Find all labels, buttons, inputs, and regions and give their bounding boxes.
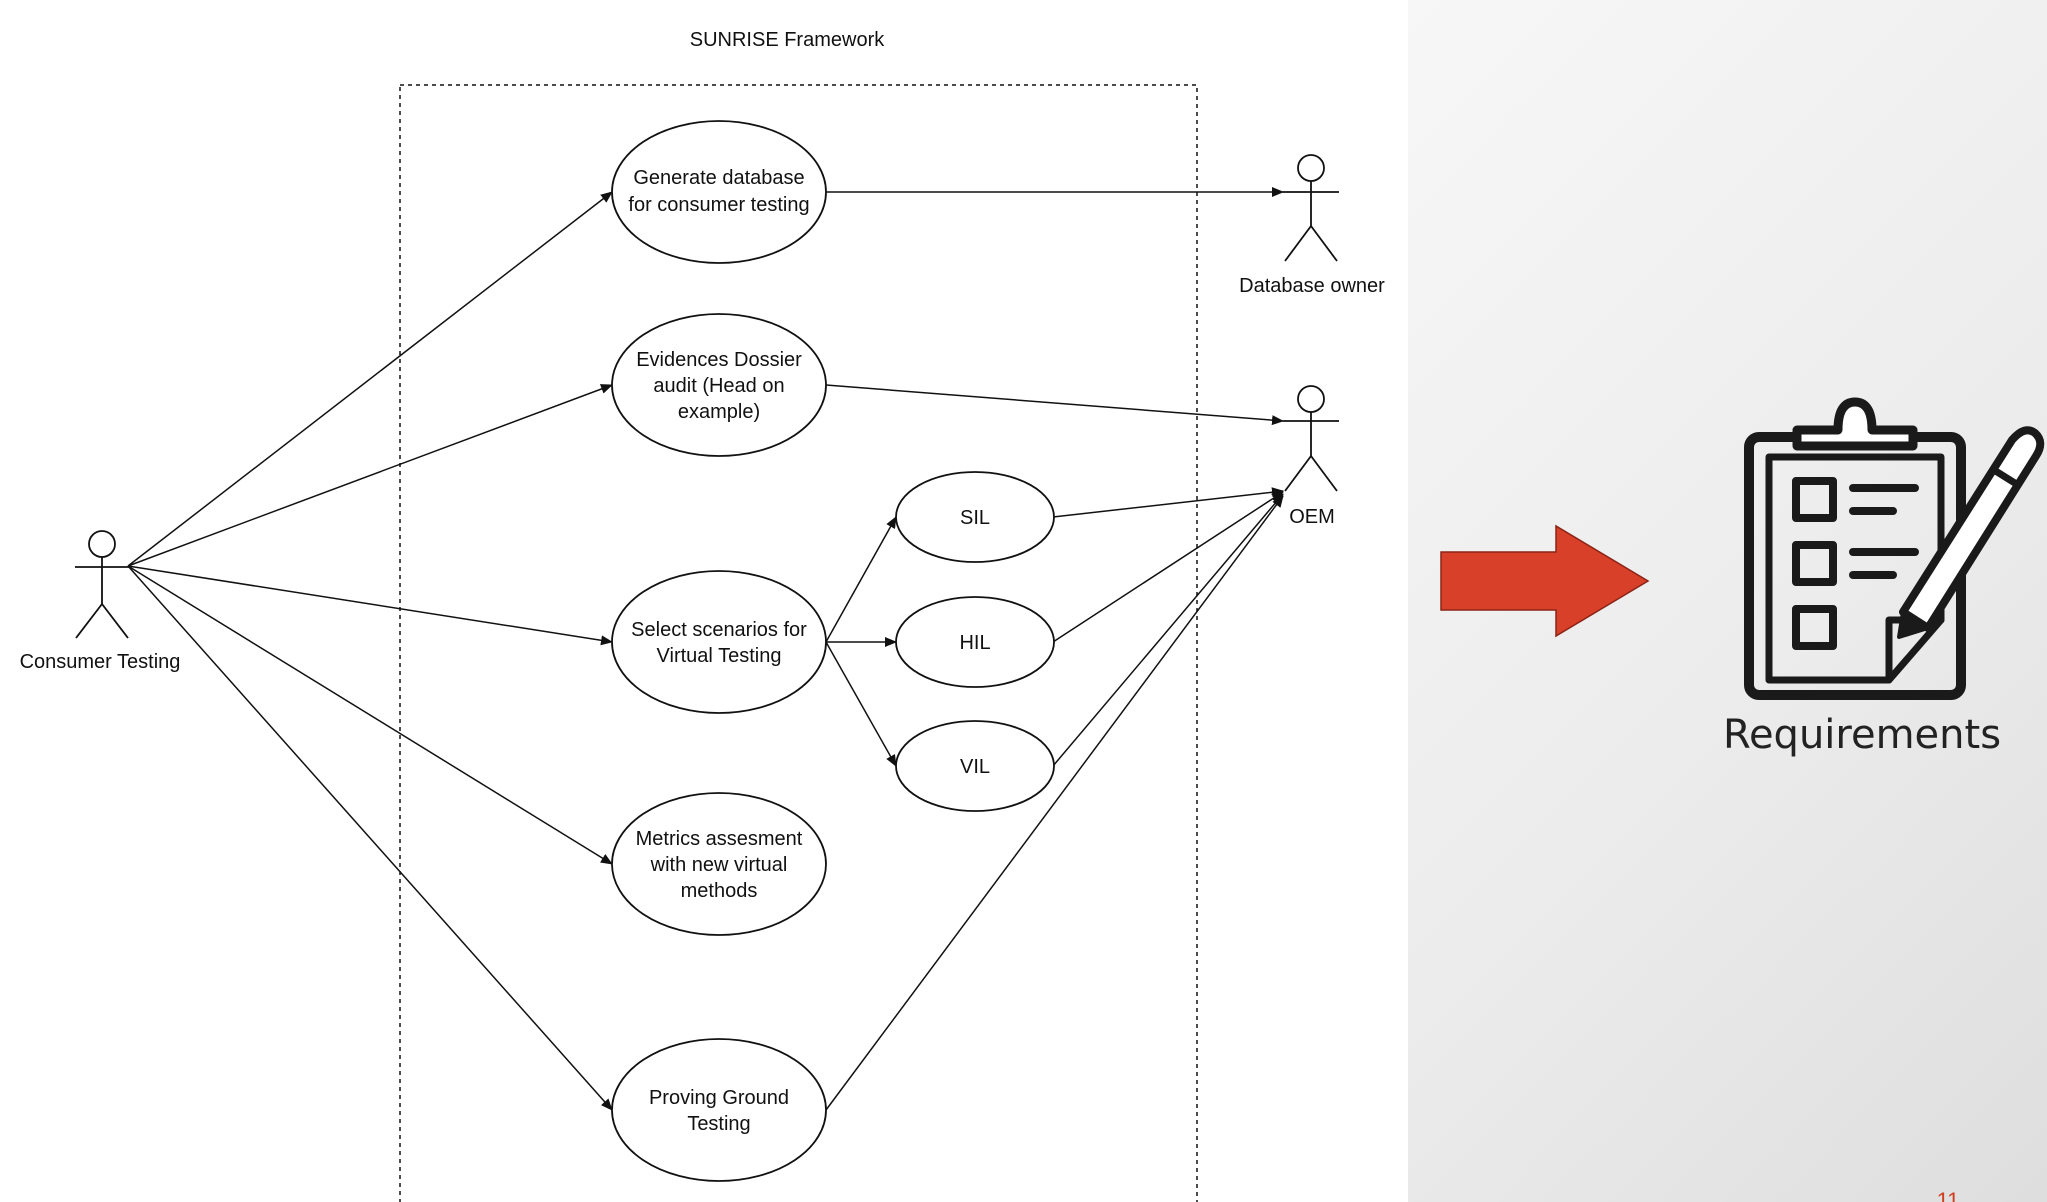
assoc-select-sil — [825, 516, 897, 643]
assoc-consumer-evidences — [127, 384, 613, 567]
assoc-hil-oem — [1052, 491, 1284, 643]
usecase-proving-ground-line2: Testing — [687, 1113, 750, 1135]
usecase-generate-database-line2: for consumer testing — [628, 194, 809, 216]
right-arrow-icon — [1440, 524, 1650, 638]
system-boundary — [399, 84, 1198, 1202]
assoc-consumer-metrics — [127, 565, 613, 865]
usecase-generate-database — [611, 120, 827, 264]
assoc-consumer-proving-ground — [127, 565, 613, 1111]
clipboard-checklist-pen-icon — [1744, 397, 2045, 700]
usecase-select-line2: Virtual Testing — [657, 645, 782, 667]
usecase-metrics-line2: with new virtual — [650, 854, 788, 876]
assoc-consumer-generate-db — [127, 191, 613, 567]
actor-database-owner — [1283, 154, 1339, 262]
assoc-select-vil — [825, 641, 897, 767]
actor-consumer-testing-label: Consumer Testing — [20, 651, 181, 673]
usecase-hil — [895, 596, 1055, 688]
assoc-consumer-select-scenarios — [127, 565, 613, 646]
assoc-vil-oem — [1052, 493, 1284, 767]
usecase-evidences-line3: example) — [678, 401, 760, 423]
assoc-sil-oem — [1052, 487, 1284, 518]
associations — [127, 187, 1284, 1111]
usecase-vil — [895, 720, 1055, 812]
requirements-label: Requirements — [1723, 712, 2001, 758]
actor-oem — [1283, 385, 1339, 492]
usecase-metrics-assessment — [611, 792, 827, 936]
usecase-sil-label: SIL — [960, 507, 990, 529]
usecase-evidences-line2: audit (Head on — [653, 375, 784, 397]
usecase-sil — [895, 471, 1055, 563]
actor-consumer-testing — [75, 530, 129, 639]
assoc-evidences-oem — [825, 384, 1284, 426]
usecase-generate-database-line1: Generate database — [633, 167, 804, 189]
usecase-proving-ground — [611, 1038, 827, 1182]
usecase-metrics-line1: Metrics assesment — [636, 828, 803, 850]
usecase-vil-label: VIL — [960, 756, 990, 778]
usecase-hil-label: HIL — [959, 632, 990, 654]
page-number: 11 — [1937, 1188, 1960, 1202]
actor-oem-label: OEM — [1289, 506, 1335, 528]
usecase-select-scenarios — [611, 570, 827, 714]
usecase-evidences-dossier — [611, 313, 827, 457]
usecase-select-line1: Select scenarios for — [631, 619, 807, 641]
usecase-metrics-line3: methods — [681, 880, 758, 902]
assoc-proving-ground-oem — [825, 495, 1284, 1111]
diagram-title: SUNRISE Framework — [690, 29, 885, 51]
actor-database-owner-label: Database owner — [1239, 275, 1385, 297]
usecase-evidences-line1: Evidences Dossier — [636, 349, 802, 371]
usecase-proving-ground-line1: Proving Ground — [649, 1087, 789, 1109]
